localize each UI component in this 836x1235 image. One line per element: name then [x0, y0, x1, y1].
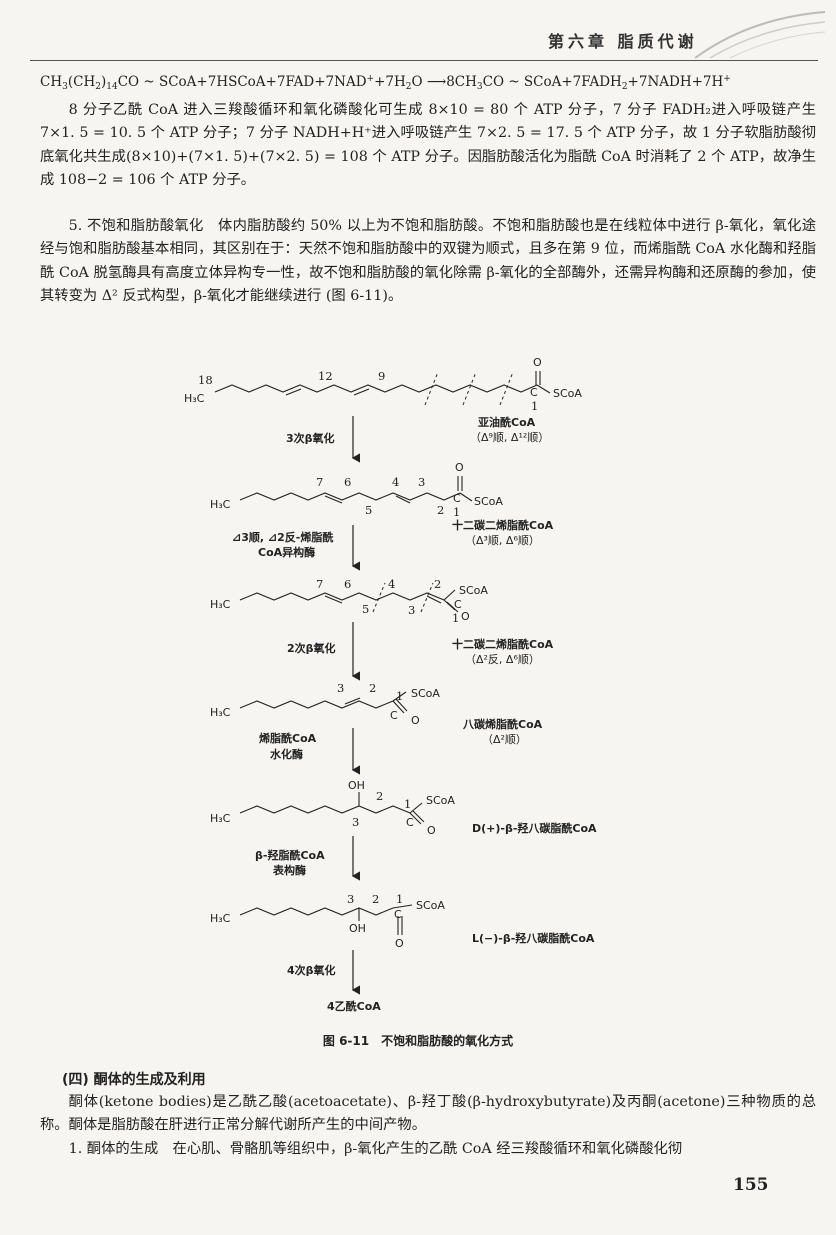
m4-chain	[239, 700, 394, 709]
m5-scoa: SCoA	[426, 794, 455, 807]
m6-h3c: H₃C	[210, 912, 231, 925]
m1-h3c: H₃C	[184, 392, 205, 405]
step-1-label: 3次β氧化	[286, 431, 335, 445]
m2-num-3: 3	[418, 475, 425, 489]
m4-h3c: H₃C	[210, 706, 231, 719]
header-decoration	[694, 11, 826, 59]
m1-num-1: 1	[531, 399, 538, 413]
paragraph-ketone-bodies: 酮体(ketone bodies)是乙酰乙酸(acetoacetate)、β-羟…	[40, 1094, 816, 1134]
step-4-label-a: 烯脂酰CoA	[259, 731, 317, 745]
step-2-label-a: ⊿3顺, ⊿2反-烯脂酰	[232, 530, 333, 544]
m4-num-1: 1	[396, 689, 403, 703]
m6-carbon: C	[394, 908, 402, 921]
m2-num-5: 5	[365, 503, 372, 517]
m4-num-2: 2	[369, 681, 376, 695]
m2-chain	[239, 492, 461, 501]
m6-num-3: 3	[347, 892, 354, 906]
body-text-2: 5. 不饱和脂肪酸氧化 体内脂肪酸约 50% 以上为不饱和脂肪酸。不饱和脂肪酸也…	[40, 215, 816, 308]
m3-oxygen: O	[461, 610, 470, 623]
m4-sub: （Δ²顺）	[482, 733, 527, 746]
figure-6-11: 18 H₃C 12 9 O C SCoA 1 亚油酰CoA （Δ⁹顺, Δ¹²顺…	[184, 356, 597, 1013]
m3-num-1: 1	[452, 611, 459, 625]
m6-num-2: 2	[372, 892, 379, 906]
m3-num-4: 4	[388, 577, 395, 591]
m2-num-1: 1	[453, 505, 460, 519]
m3-carbon: C	[454, 598, 462, 611]
m2-oxygen: O	[455, 461, 464, 474]
m3-num-2: 2	[434, 577, 441, 591]
m5-h3c: H₃C	[210, 812, 231, 825]
m3-num-5: 5	[362, 602, 369, 616]
m5-num-2: 2	[376, 789, 383, 803]
m2-num-4: 4	[392, 475, 399, 489]
step-4-label-b: 水化酶	[270, 747, 303, 761]
step-5-label-a: β-羟脂酰CoA	[255, 848, 325, 862]
m3-num-6: 6	[344, 577, 351, 591]
page-number: 155	[733, 1175, 769, 1195]
m1-name: 亚油酰CoA	[478, 415, 536, 429]
header-rule	[30, 60, 818, 61]
m6-oxygen: O	[395, 937, 404, 950]
final-product: 4乙酰CoA	[327, 999, 381, 1013]
m6-scoa: SCoA	[416, 899, 445, 912]
m1-carbon: C	[530, 386, 538, 399]
m5-num-1: 1	[404, 797, 411, 811]
m2-sub: （Δ³顺, Δ⁶顺）	[465, 534, 540, 547]
m6-num-1: 1	[396, 892, 403, 906]
linoleoyl-chain	[214, 384, 538, 393]
paragraph-atp-yield: 8 分子乙酰 CoA 进入三羧酸循环和氧化磷酸化可生成 8×10 = 80 个 …	[40, 102, 816, 188]
step-2-label-b: CoA异构酶	[258, 545, 315, 559]
m5-oxygen: O	[427, 824, 436, 837]
m1-num-18: 18	[198, 373, 213, 387]
m4-carbon: C	[390, 709, 398, 722]
m4-name: 八碳烯脂酰CoA	[462, 717, 543, 731]
m4-scoa: SCoA	[411, 687, 440, 700]
paragraph-ketone-formation: 1. 酮体的生成 在心肌、骨骼肌等组织中，β-氧化产生的乙酰 CoA 经三羧酸循…	[68, 1140, 683, 1157]
m2-num-2: 2	[437, 503, 444, 517]
m5-oh: OH	[348, 779, 365, 792]
m3-num-7: 7	[316, 577, 323, 591]
section-heading: (四) 酮体的生成及利用	[62, 1072, 206, 1088]
step-5-label-b: 表构酶	[272, 863, 306, 877]
m6-name: L(−)-β-羟八碳脂酰CoA	[472, 931, 595, 945]
chapter-title: 第六章 脂质代谢	[548, 32, 698, 51]
step-6-label: 4次β氧化	[287, 963, 336, 977]
body-text-3: 酮体(ketone bodies)是乙酰乙酸(acetoacetate)、β-羟…	[40, 1091, 816, 1161]
m3-num-3: 3	[408, 603, 415, 617]
m1-oxygen: O	[533, 356, 542, 369]
m5-chain	[239, 805, 411, 814]
m2-num-6: 6	[344, 475, 351, 489]
m3-name: 十二碳二烯脂酰CoA	[452, 637, 554, 651]
m6-oh: OH	[349, 922, 366, 935]
m1-num-12: 12	[318, 369, 333, 383]
m4-oxygen: O	[411, 714, 420, 727]
body-text: 8 分子乙酰 CoA 进入三羧酸循环和氧化磷酸化可生成 8×10 = 80 个 …	[40, 99, 816, 192]
m1-sub: （Δ⁹顺, Δ¹²顺）	[470, 431, 549, 444]
figure-caption: 图 6-11 不饱和脂肪酸的氧化方式	[322, 1034, 514, 1048]
m2-num-7: 7	[316, 475, 323, 489]
m5-name: D(+)-β-羟八碳脂酰CoA	[472, 821, 597, 835]
paragraph-unsaturated: 5. 不饱和脂肪酸氧化 体内脂肪酸约 50% 以上为不饱和脂肪酸。不饱和脂肪酸也…	[40, 218, 816, 304]
m5-carbon: C	[406, 816, 414, 829]
palmitate-equation: CH3(CH2)14CO ~ SCoA+7HSCoA+7FAD+7NAD++7H…	[40, 74, 731, 92]
m4-num-3: 3	[337, 681, 344, 695]
m3-h3c: H₃C	[210, 598, 231, 611]
m3-scoa: SCoA	[459, 584, 488, 597]
m1-scoa: SCoA	[553, 387, 582, 400]
m3-sub: （Δ²反, Δ⁶顺）	[465, 653, 540, 666]
m2-carbon: C	[453, 492, 461, 505]
m2-scoa: SCoA	[474, 495, 503, 508]
m3-chain	[239, 592, 445, 601]
m2-name: 十二碳二烯脂酰CoA	[452, 518, 554, 532]
m2-h3c: H₃C	[210, 498, 231, 511]
step-3-label: 2次β氧化	[287, 641, 336, 655]
m5-num-3: 3	[352, 815, 359, 829]
m1-num-9: 9	[378, 369, 385, 383]
m6-chain	[239, 907, 394, 916]
